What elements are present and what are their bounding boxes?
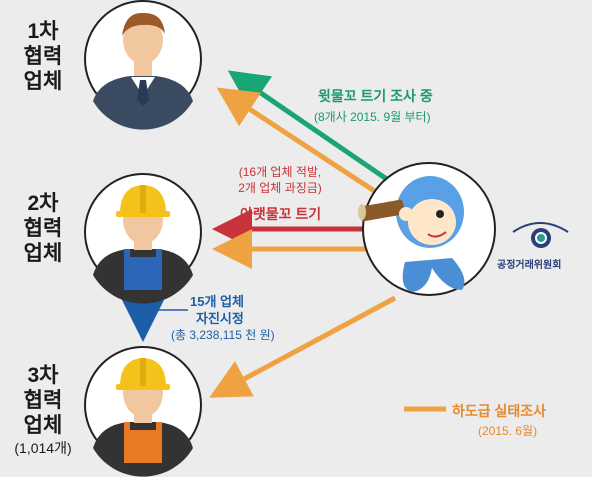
downstream-survey-subtitle: (16개 업체 적발, 2개 업체 과징금) [220,165,340,196]
self-correction-title: 15개 업체 [190,294,244,309]
tier3-line1: 3차 [27,364,59,387]
tier1-line2: 협력 [23,44,63,68]
tier3-line2: 협력 [23,388,63,412]
legend-date: (2015. 6월) [478,424,538,438]
tier3-line3: 업체 [23,413,63,437]
arrow-orange-to-tier1 [216,87,387,201]
self-correction-subtitle: 자진시정 [196,311,244,326]
tier2-line2: 협력 [23,216,63,240]
tier1-line1: 1차 [27,20,59,43]
tier1-person-icon [84,0,202,130]
upstream-survey-subtitle: (8개사 2015. 9월 부터) [314,110,431,124]
mascot-telescope-icon [358,162,496,296]
downstream-survey-title: 아랫물꼬 트기 [240,206,322,222]
downstream-survey-subtitle-line1: (16개 업체 적발, [238,165,322,179]
tier2-line3: 업체 [23,241,63,265]
tier2-line1: 2차 [27,192,59,215]
self-correction-amount: (총 3,238,115 천 원) [171,328,275,342]
tier1-label: 1차 협력 업체 [8,20,78,94]
tier3-person-icon [84,346,202,477]
tier2-label: 2차 협력 업체 [8,192,78,266]
tier2-person-icon [84,173,202,304]
tier1-line3: 업체 [23,69,63,93]
arrow-orange-to-tier3 [209,295,397,398]
tier3-count: (1,014개) [14,440,72,457]
agency-name: 공정거래위원회 [497,260,562,271]
upstream-survey-title: 윗물꼬 트기 조사 중 [318,88,433,104]
tier3-label: 3차 협력 업체 (1,014개) [8,364,78,457]
downstream-survey-subtitle-line2: 2개 업체 과징금) [238,180,322,195]
ftc-logo-icon [512,222,569,248]
legend-label: 하도급 실태조사 [452,403,547,419]
arrow-upstream-survey [227,70,390,183]
